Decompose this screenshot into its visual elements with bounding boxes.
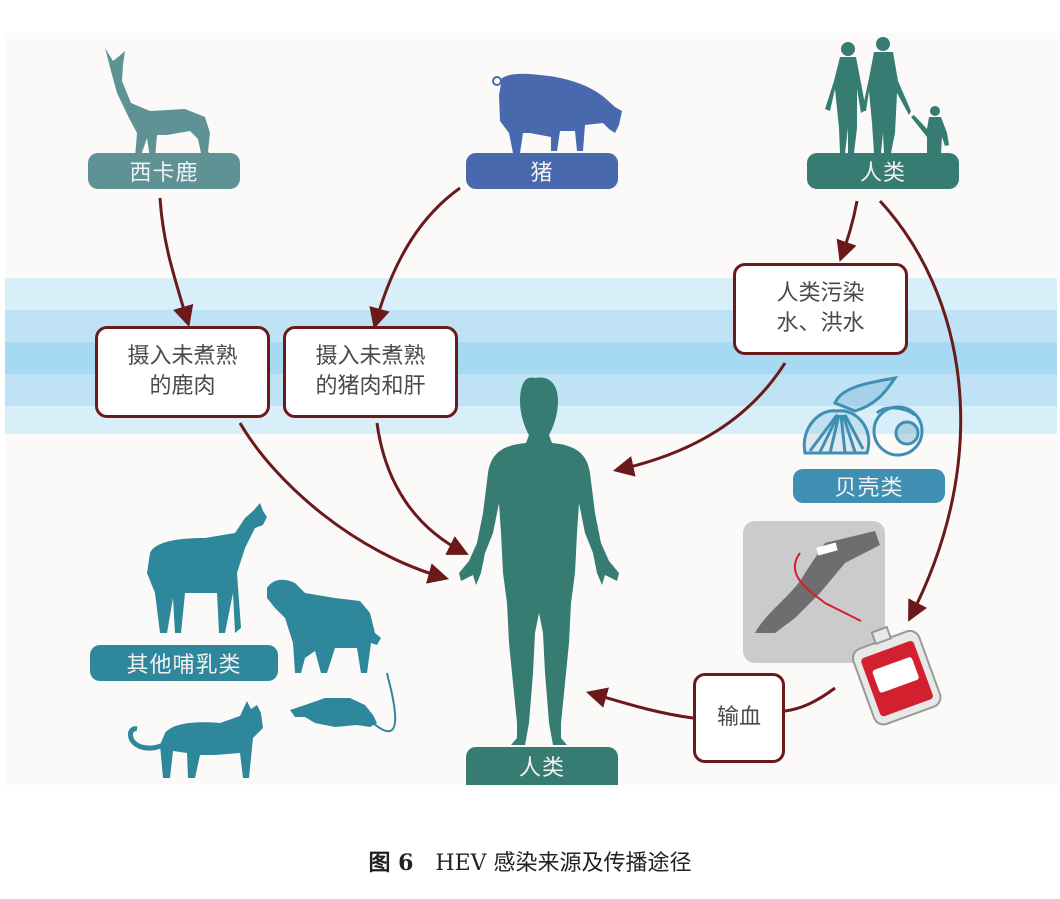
human-body-icon [459, 377, 619, 745]
pig-icon [492, 73, 622, 153]
arrow-pork-to-human [375, 422, 469, 555]
route-text-line1: 摄入未煮熟 [315, 344, 426, 369]
caption-number: 图 6 [368, 850, 414, 876]
route-box-deer-meat: 摄入未煮熟 的鹿肉 [95, 326, 270, 418]
caption-text: HEV 感染来源及传播途径 [435, 851, 692, 876]
diagram-panel: 西卡鹿 猪 人类 摄入未煮熟 的鹿肉 摄入未煮熟 的猪肉和肝 人类污染 水、洪水… [5, 33, 1057, 785]
route-box-pork-liver: 摄入未煮熟 的猪肉和肝 [283, 326, 458, 418]
arrow-humans-to-water [836, 200, 859, 262]
source-label-deer: 西卡鹿 [88, 153, 240, 189]
source-label-pig: 猪 [466, 153, 618, 189]
route-text-line1: 人类污染 [776, 281, 865, 306]
route-text-line2: 的猪肉和肝 [315, 374, 426, 399]
source-label-humans: 人类 [807, 153, 959, 189]
arrow-water-to-human [612, 362, 787, 477]
arrow-pig-to-pork [369, 186, 461, 330]
mammals-icon [128, 503, 397, 778]
line-bag-to-transfusion [784, 686, 836, 713]
figure-caption: 图 6 HEV 感染来源及传播途径 [0, 845, 1060, 877]
arrow-deermeat-to-human [238, 422, 450, 584]
shellfish-label: 贝壳类 [793, 469, 945, 503]
diagram-graphics [105, 37, 963, 778]
mammals-label: 其他哺乳类 [90, 645, 278, 681]
route-box-transfusion: 输血 [693, 673, 785, 763]
blood-bag-icon [743, 521, 942, 726]
route-box-water: 人类污染 水、洪水 [733, 263, 908, 355]
shellfish-icon [802, 375, 924, 457]
route-text: 输血 [716, 705, 761, 730]
route-text-line2: 水、洪水 [776, 311, 865, 336]
deer-icon [105, 48, 211, 158]
arrow-transfusion-to-human [585, 687, 694, 720]
arrow-deer-to-meat [158, 197, 194, 328]
route-text-line1: 摄入未煮熟 [127, 344, 238, 369]
target-label-human: 人类 [466, 747, 618, 785]
arrow-humans-to-blood [878, 199, 963, 622]
route-text-line2: 的鹿肉 [149, 374, 216, 399]
family-icon [825, 37, 949, 153]
